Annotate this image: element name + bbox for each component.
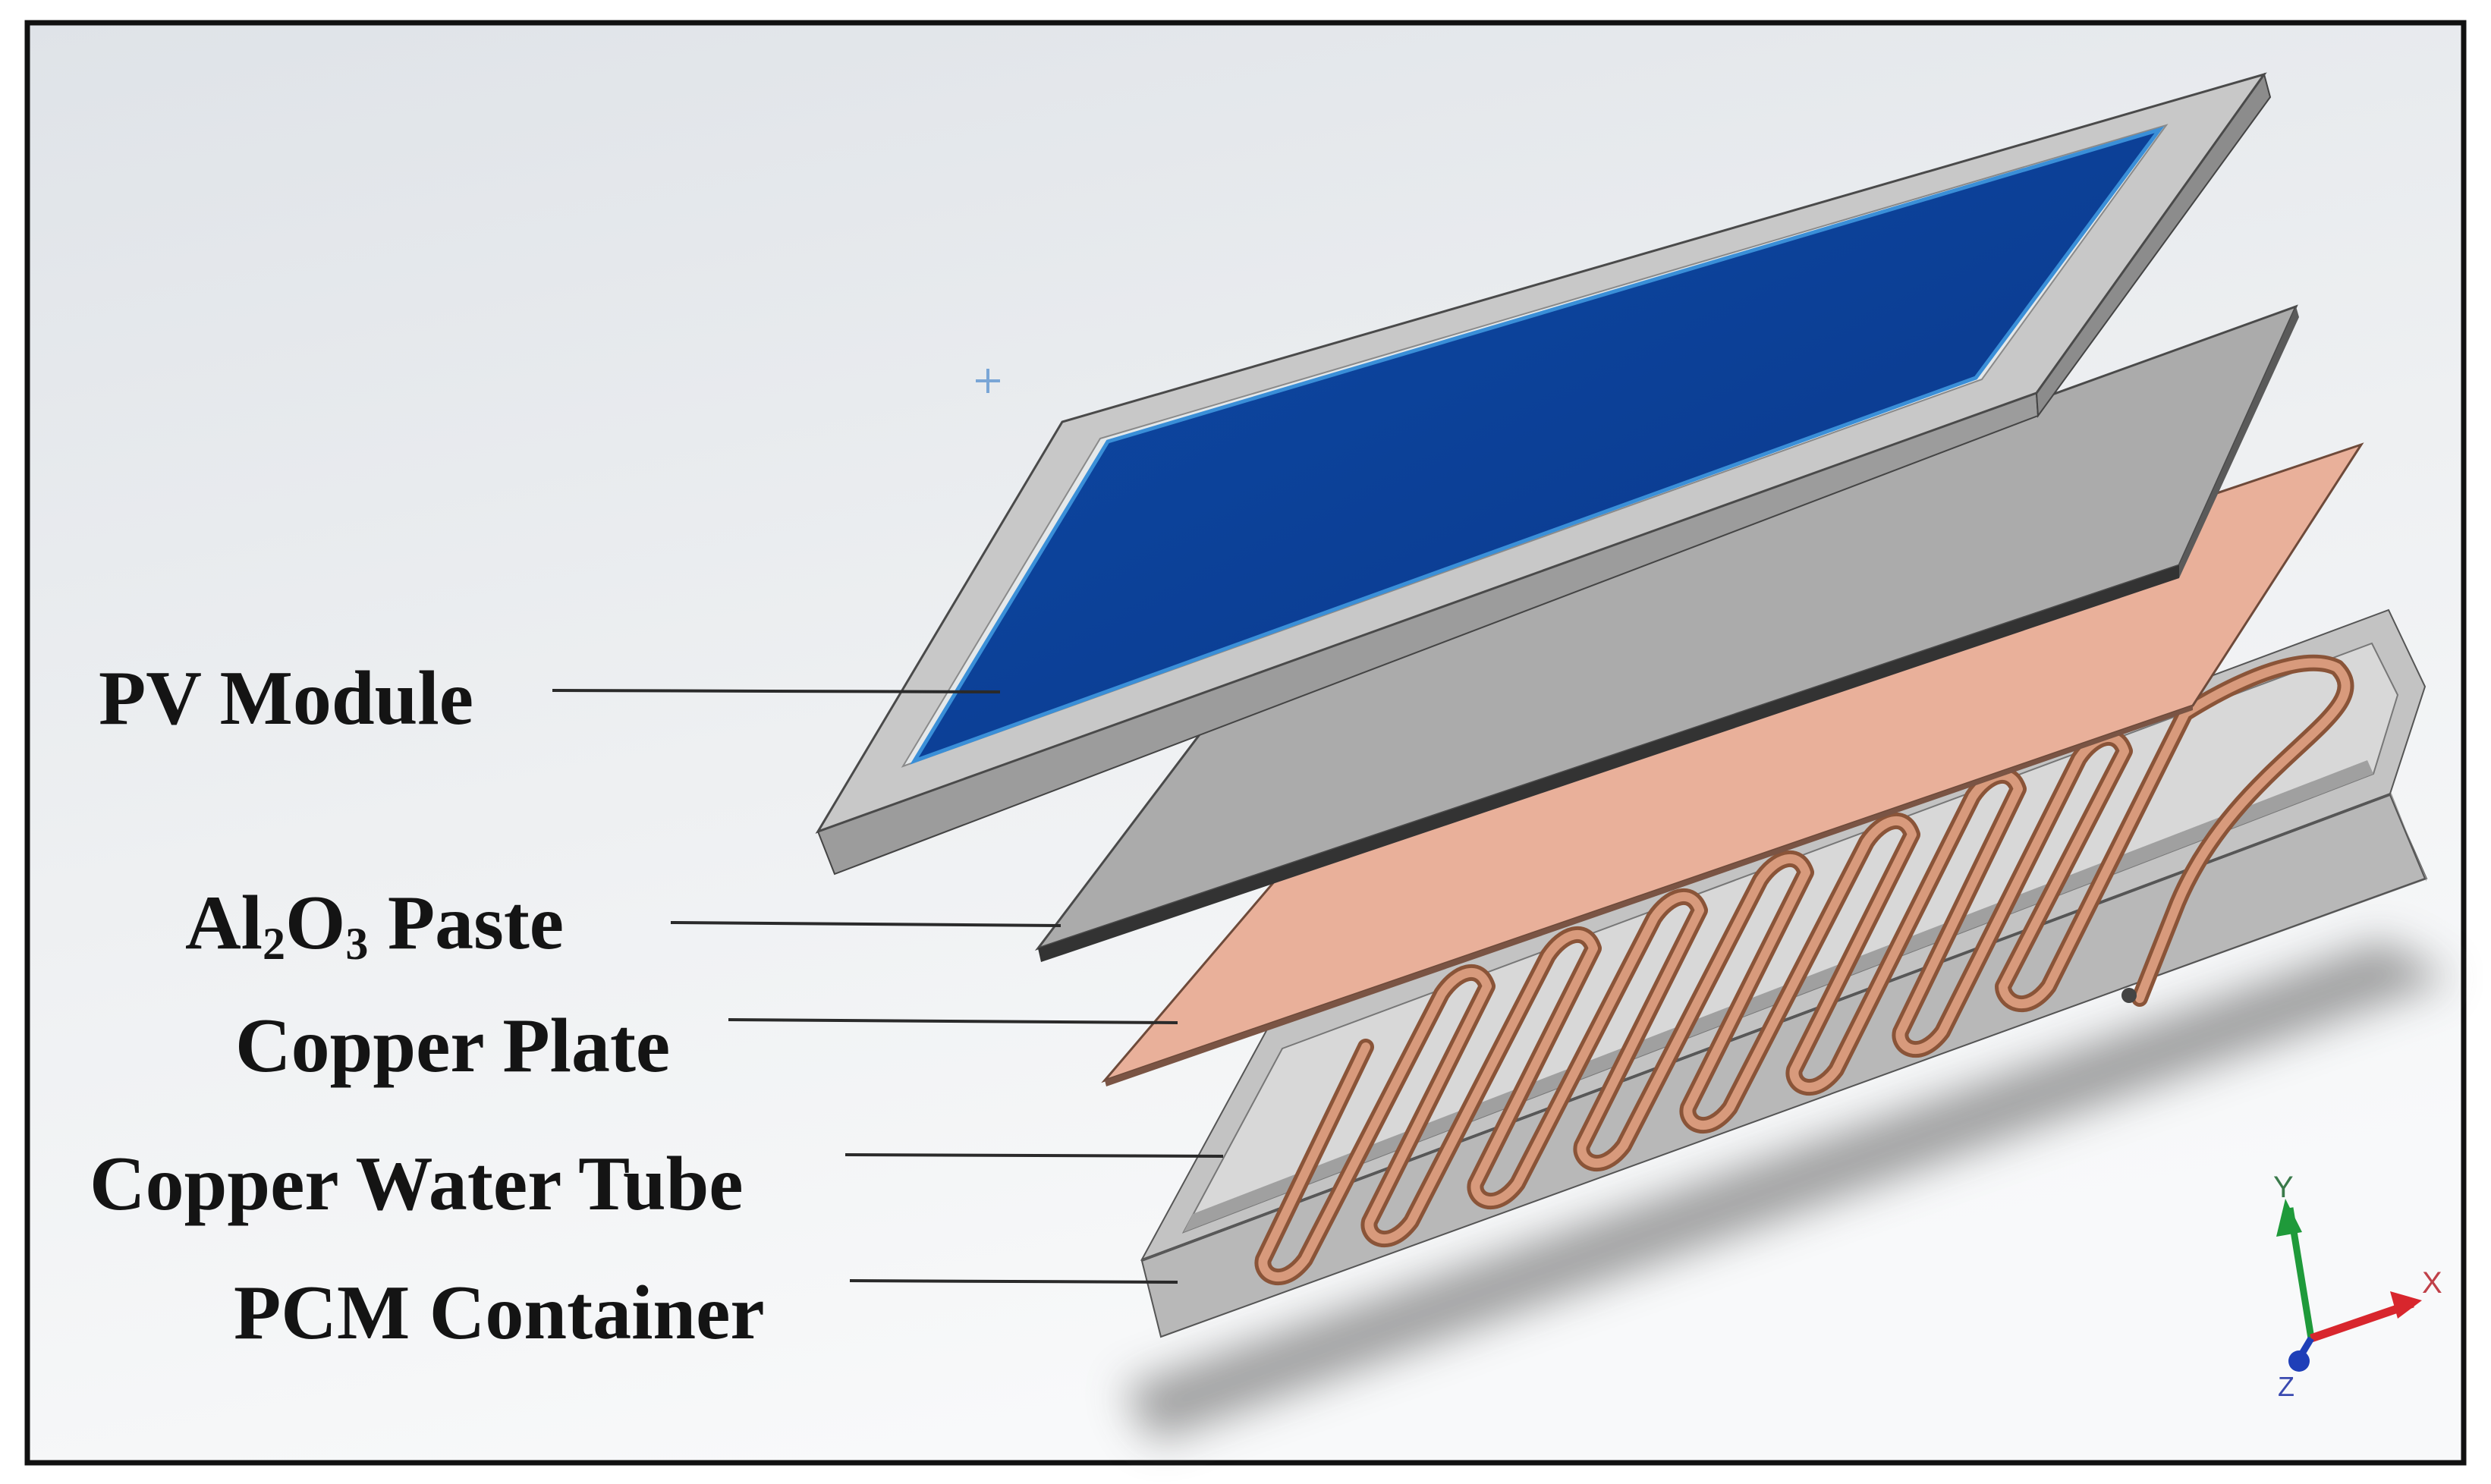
leader-pv-module [552, 689, 1001, 693]
copper-water-tube [1254, 654, 2354, 1285]
axis-z-label: Z [2278, 1371, 2294, 1402]
paste-front-edge [1038, 565, 2179, 962]
axis-x-arrowhead [2390, 1291, 2422, 1319]
label-al2o3-paste: Al2O3 Paste [185, 880, 564, 969]
axes-triad: Y X Z [2273, 1171, 2442, 1402]
copper-plate-edge [1105, 706, 2193, 1086]
copper-tube-outlet [2121, 988, 2137, 1003]
leader-pcm-container [849, 1279, 1178, 1284]
leader-copper-plate [728, 1018, 1178, 1024]
axis-y-arrowhead [2276, 1199, 2302, 1237]
al2o3-paste-layer [1034, 304, 2299, 962]
label-pv-module: PV Module [99, 656, 473, 741]
label-copper-plate: Copper Plate [235, 1003, 670, 1089]
paste-right-edge [2179, 307, 2299, 578]
crosshair-mark [976, 369, 1000, 393]
assembly-shadow [1123, 941, 2451, 1442]
leader-al2o3-paste [670, 921, 1062, 927]
copper-tube-body [1258, 658, 2351, 1281]
axis-x-label: X [2422, 1266, 2442, 1300]
leader-lines [552, 689, 1224, 1284]
label-pcm-container: PCM Container [234, 1270, 765, 1356]
label-copper-water-tube: Copper Water Tube [90, 1141, 744, 1227]
axis-y-label: Y [2273, 1171, 2294, 1204]
leader-copper-water-tube [844, 1153, 1224, 1158]
axis-z-marker [2288, 1350, 2310, 1372]
figure-border [24, 20, 2467, 1466]
pv-panel-glass [910, 126, 2165, 765]
pv-module [815, 72, 2272, 876]
